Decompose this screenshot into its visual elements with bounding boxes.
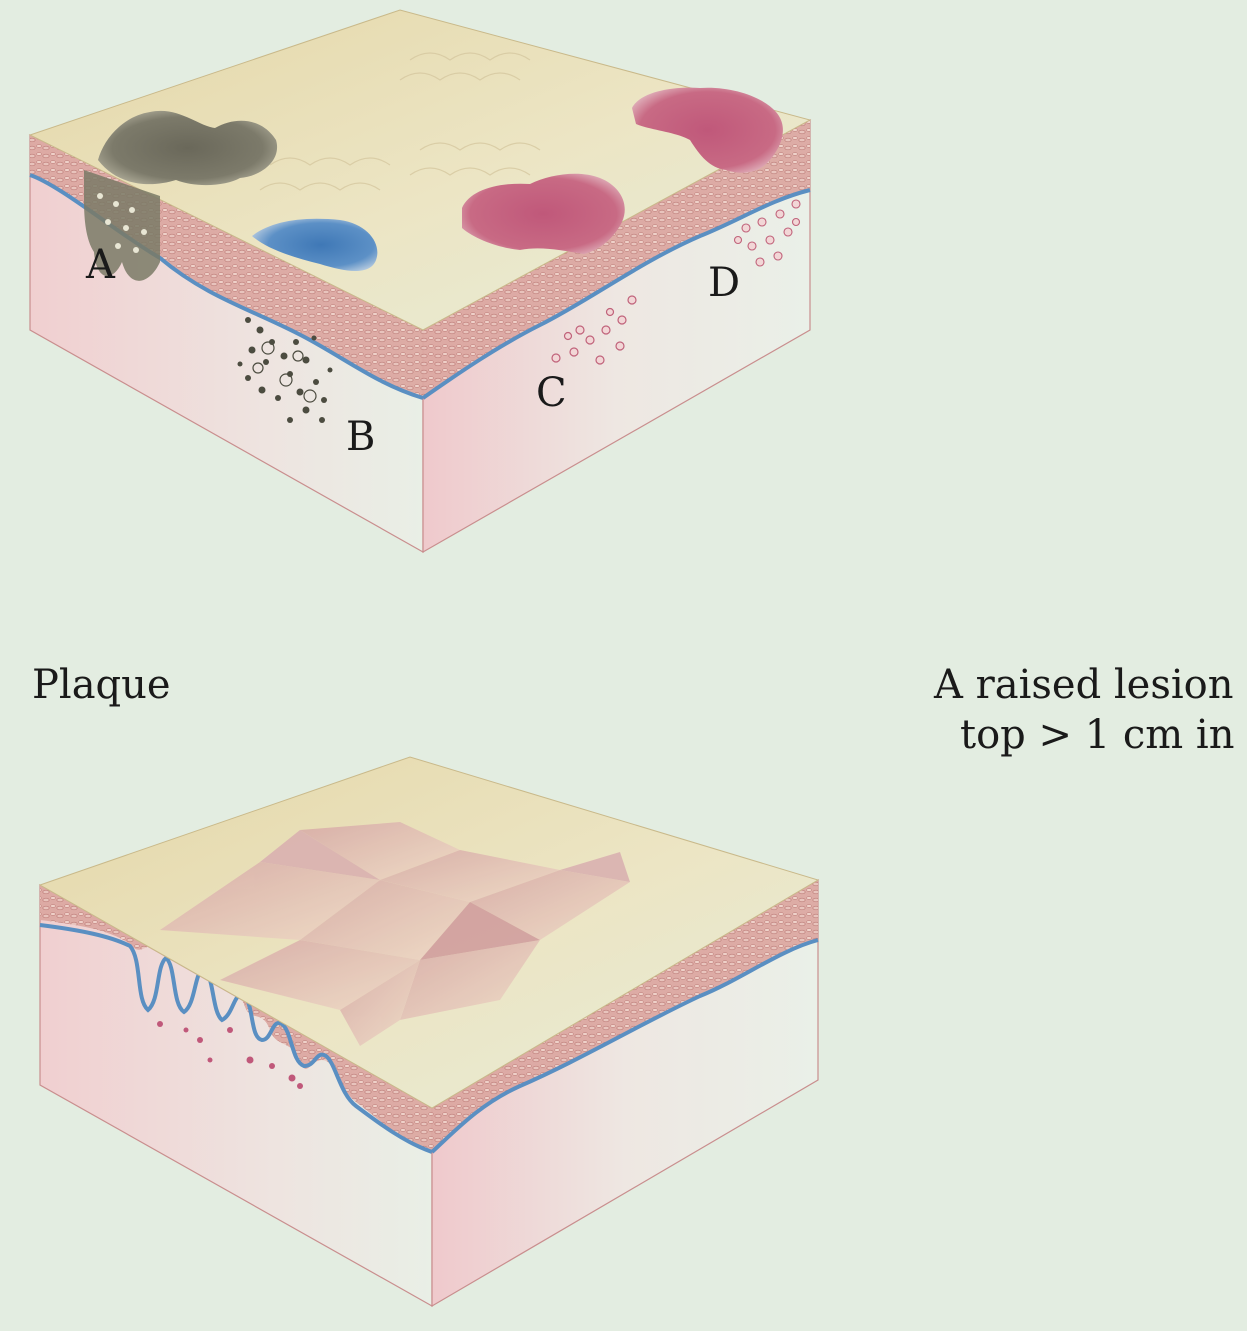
- plaque-raised-area: [160, 822, 630, 1046]
- definition-line-2: top > 1 cm in: [960, 712, 1235, 758]
- skin-lines: [259, 52, 541, 191]
- plaque-epidermis-right: [432, 880, 818, 1152]
- definition-line-1: A raised lesion: [934, 662, 1234, 708]
- plaque-dermal-dots: [157, 1021, 303, 1089]
- lesion-a-extension: [84, 170, 160, 281]
- macule-blue: [252, 218, 378, 271]
- macule-pink-2: [632, 87, 783, 173]
- plaque-block: [38, 756, 820, 1308]
- lesion-c-cells: [551, 295, 637, 365]
- lesion-a-dots: [97, 193, 147, 253]
- basement-membrane-right: [421, 188, 811, 400]
- lesion-b-rings: [252, 341, 317, 403]
- macule-block: A B C D: [28, 9, 812, 554]
- lesion-d-cells: [733, 199, 801, 267]
- term-plaque: Plaque: [32, 662, 171, 708]
- label-a: A: [85, 242, 116, 288]
- macule-gray: [98, 110, 278, 186]
- lesion-b-cluster: [237, 317, 333, 423]
- definition-text: A raised lesion top > 1 cm in: [934, 660, 1234, 760]
- epidermis-right: [423, 120, 810, 398]
- label-c: C: [536, 370, 567, 416]
- plaque-basement-membrane-left: [39, 923, 433, 1154]
- plaque-basement-membrane-right: [430, 938, 819, 1154]
- plaque-epidermis-left: [40, 885, 432, 1152]
- label-b: B: [346, 414, 375, 460]
- macule-pink-1: [462, 173, 625, 254]
- label-d: D: [708, 260, 740, 306]
